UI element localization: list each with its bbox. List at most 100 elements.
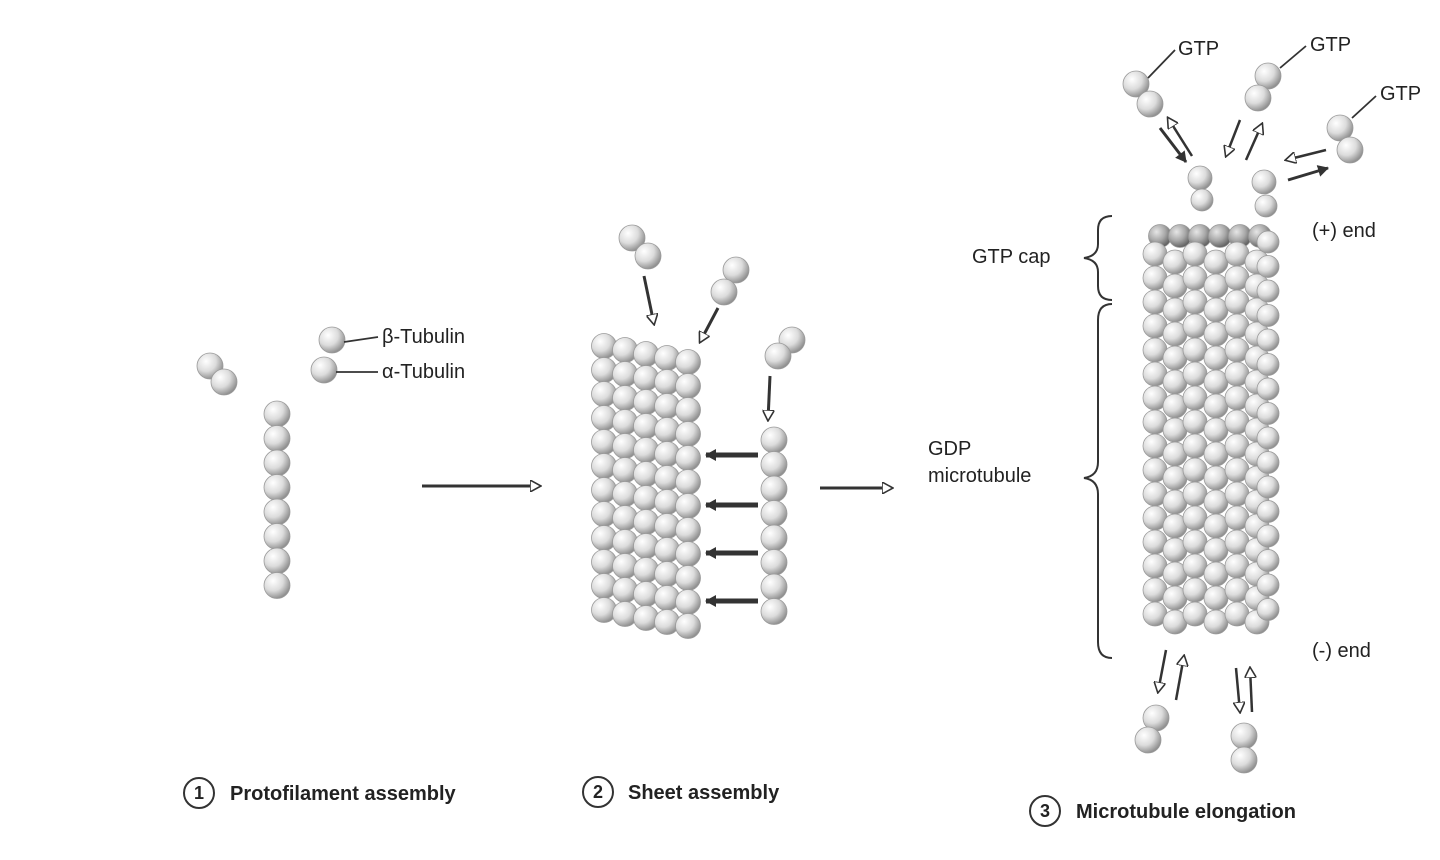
alpha-tubulin-subunit	[210, 368, 238, 396]
microtubule-subunit	[1182, 433, 1208, 459]
plus-end-exchange-arrow	[1244, 124, 1262, 161]
protofilament-subunit	[263, 449, 291, 477]
protofilament-subunit	[263, 498, 291, 526]
plus-end-exchange-arrow	[1168, 118, 1194, 157]
microtubule-subunit	[1182, 529, 1208, 555]
joining-protofilament-subunit	[760, 426, 788, 454]
joining-protofilament-subunit	[760, 500, 788, 527]
sheet-subunit	[675, 493, 701, 519]
microtubule-subunit	[1203, 441, 1229, 467]
plus-end-exchange-arrow	[1286, 148, 1327, 160]
joining-protofilament-subunit	[760, 598, 788, 625]
joining-protofilament-subunit	[760, 475, 788, 503]
step-number-circle	[582, 776, 614, 808]
gtp-cap-subunit	[1208, 224, 1232, 248]
sheet-subunit	[675, 421, 701, 447]
plus-end-exchange-arrow	[1158, 127, 1188, 163]
alpha-tubulin-subunit	[1134, 726, 1162, 754]
minus-end-exchange-arrow	[1250, 668, 1252, 713]
tip-subunit	[1251, 169, 1277, 195]
sheet-panel	[591, 224, 806, 639]
beta-tubulin-subunit	[1326, 114, 1354, 142]
microtubule-subunit	[1256, 304, 1280, 327]
sheet-subunit	[675, 517, 701, 543]
microtubule-subunit	[1182, 553, 1208, 579]
microtubule-subunit	[1203, 249, 1229, 275]
microtubule-subunit	[1256, 451, 1280, 474]
microtubule-subunit	[1203, 393, 1229, 419]
microtubule-subunit	[1203, 561, 1229, 587]
step-3: 3 Microtubule elongation	[1029, 795, 1296, 827]
joining-protofilament-subunit	[760, 549, 788, 576]
minus-end-label: (-) end	[1312, 640, 1371, 662]
microtubule-subunit	[1182, 481, 1208, 507]
microtubule-subunit	[1203, 417, 1229, 443]
sheet-subunit	[675, 445, 701, 471]
gtp-pointer	[1351, 95, 1377, 119]
sheet-subunit	[675, 397, 701, 423]
gdp-microtubule-brace	[1083, 303, 1113, 659]
gtp-label-1: GTP	[1178, 38, 1219, 60]
tip-subunit	[1254, 194, 1278, 218]
microtubule-subunit	[1203, 537, 1229, 563]
microtubule-subunit	[1256, 475, 1280, 499]
sheet-subunit	[675, 613, 701, 639]
plus-end-exchange-arrow	[1287, 165, 1329, 182]
beta-tubulin-subunit	[722, 256, 750, 284]
microtubule-subunit	[1182, 337, 1208, 363]
microtubule-subunit	[1203, 369, 1229, 395]
microtubule-subunit	[1182, 265, 1208, 291]
step-label: Protofilament assembly	[230, 783, 457, 805]
alpha-tubulin-subunit	[1136, 90, 1164, 118]
beta-tubulin-label: β-Tubulin	[382, 326, 465, 348]
microtubule-subunit	[1203, 585, 1229, 611]
microtubule-subunit	[1203, 513, 1229, 539]
microtubule-subunit	[1203, 609, 1229, 635]
microtubule-subunit	[1256, 598, 1280, 621]
plus-end-label: (+) end	[1312, 220, 1376, 242]
beta-tubulin-subunit	[1122, 70, 1150, 98]
microtubule-subunit	[1256, 279, 1280, 303]
microtubule-subunit	[1182, 409, 1208, 435]
plus-end-exchange-arrow	[1226, 119, 1242, 156]
alpha-tubulin-subunit	[764, 342, 792, 370]
step-number-circle	[1029, 795, 1061, 827]
microtubule-subunit	[1182, 385, 1208, 411]
beta-tubulin-subunit	[318, 326, 346, 354]
gtp-pointer	[1147, 49, 1176, 79]
minus-end-exchange-arrow	[1236, 667, 1240, 712]
gtp-label-3: GTP	[1380, 83, 1421, 105]
joining-protofilament-subunit	[760, 451, 788, 478]
step-1: 1 Protofilament assembly	[183, 777, 457, 809]
step-label: Sheet assembly	[628, 782, 780, 804]
microtubule-subunit	[1203, 345, 1229, 371]
microtubule-subunit	[1256, 230, 1280, 254]
microtubule-subunit	[1182, 577, 1208, 603]
microtubule-subunit	[1182, 505, 1208, 531]
sheet-subunit	[675, 589, 701, 615]
protofilament-subunit	[263, 425, 291, 452]
step-2: 2 Sheet assembly	[582, 776, 780, 808]
microtubule-subunit	[1256, 573, 1280, 597]
minus-end-exchange-arrow	[1174, 656, 1184, 701]
alpha-tubulin-subunit	[710, 278, 738, 306]
microtubule-subunit	[1203, 297, 1229, 323]
microtubule-subunit	[1203, 489, 1229, 515]
beta-tubulin-pointer	[343, 336, 379, 343]
microtubule-subunit	[1256, 328, 1280, 352]
microtubule-subunit	[1203, 321, 1229, 347]
microtubule-subunit	[1256, 426, 1280, 450]
step-number: 3	[1040, 801, 1050, 821]
protofilament-subunit	[263, 474, 291, 501]
microtubule-subunit	[1256, 402, 1280, 425]
step-number: 2	[593, 782, 603, 802]
alpha-tubulin-subunit	[1244, 84, 1272, 112]
sheet-subunit	[675, 541, 701, 567]
step-number: 1	[194, 783, 204, 803]
microtubule-subunit	[1182, 241, 1208, 267]
microtubule-subunit	[1256, 524, 1280, 548]
tip-subunit	[1187, 165, 1213, 191]
microtubule-subunit	[1182, 361, 1208, 387]
microtubule-subunit	[1256, 549, 1280, 572]
